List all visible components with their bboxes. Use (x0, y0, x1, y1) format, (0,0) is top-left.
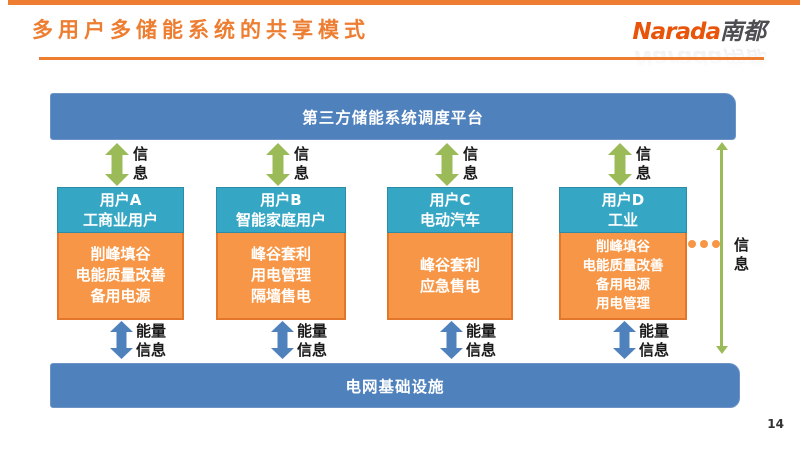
user-a-header: 用户A 工商业用户 (57, 187, 184, 233)
energy-arrow-icon (271, 321, 294, 359)
energy-arrow-label: 能量信息 (136, 322, 167, 359)
user-c-type: 电动汽车 (419, 211, 480, 229)
info-arrow-label: 信息 (463, 145, 479, 182)
more-users-ellipsis-icon (688, 240, 720, 248)
user-c-services: 峰谷套利 应急售电 (387, 233, 513, 320)
energy-arrow-icon (110, 321, 133, 359)
info-arrow-label: 信息 (294, 145, 310, 182)
info-arrow-icon (266, 143, 290, 186)
right-info-line-arrow-down-icon (716, 346, 728, 354)
logo-reflection: Narada南都 (634, 45, 766, 71)
user-d-id: 用户D (601, 191, 645, 209)
logo-brand-text: Narada (632, 19, 721, 45)
user-a-id: 用户A (99, 191, 142, 209)
right-info-line-arrow-up-icon (716, 142, 728, 150)
user-c-id: 用户C (429, 191, 471, 209)
user-b-column: 用户B 智能家庭用户 峰谷套利 用电管理 隔墙售电 (216, 187, 346, 320)
logo-brand-cn-text: 南都 (720, 19, 766, 45)
user-c-column: 用户C 电动汽车 峰谷套利 应急售电 (387, 187, 513, 320)
info-arrow-icon (435, 143, 459, 186)
platform-bar: 第三方储能系统调度平台 (50, 93, 736, 140)
narada-logo: Narada南都 (632, 19, 766, 47)
energy-arrow-icon (440, 321, 463, 359)
user-b-header: 用户B 智能家庭用户 (216, 187, 346, 233)
energy-arrow-label: 能量信息 (466, 322, 497, 359)
page-title: 多用户多储能系统的共享模式 (32, 18, 370, 42)
user-b-services: 峰谷套利 用电管理 隔墙售电 (216, 233, 346, 320)
page-number: 14 (767, 417, 784, 431)
energy-arrow-label: 能量信息 (297, 322, 328, 359)
info-arrow-icon (608, 143, 632, 186)
platform-bar-label: 第三方储能系统调度平台 (302, 108, 484, 127)
user-d-services: 削峰填谷 电能质量改善 备用电源 用电管理 (559, 233, 687, 320)
user-d-type: 工业 (607, 211, 638, 229)
user-b-id: 用户B (260, 191, 302, 209)
grid-bar: 电网基础设施 (50, 363, 740, 408)
user-d-header: 用户D 工业 (559, 187, 687, 233)
energy-arrow-label: 能量信息 (639, 322, 670, 359)
info-arrow-icon (105, 143, 129, 186)
user-c-header: 用户C 电动汽车 (387, 187, 513, 233)
user-a-column: 用户A 工商业用户 削峰填谷 电能质量改善 备用电源 (57, 187, 184, 320)
user-d-column: 用户D 工业 削峰填谷 电能质量改善 备用电源 用电管理 (559, 187, 687, 320)
right-info-label: 信息 (734, 236, 750, 273)
info-arrow-label: 信息 (636, 145, 652, 182)
energy-arrow-icon (613, 321, 636, 359)
user-a-services: 削峰填谷 电能质量改善 备用电源 (57, 233, 184, 320)
right-info-line (720, 149, 723, 346)
top-accent-strip (8, 0, 800, 5)
user-a-type: 工商业用户 (82, 211, 158, 229)
grid-bar-label: 电网基础设施 (345, 377, 445, 396)
info-arrow-label: 信息 (133, 145, 149, 182)
title-underline (39, 57, 764, 60)
user-b-type: 智能家庭用户 (235, 211, 326, 229)
